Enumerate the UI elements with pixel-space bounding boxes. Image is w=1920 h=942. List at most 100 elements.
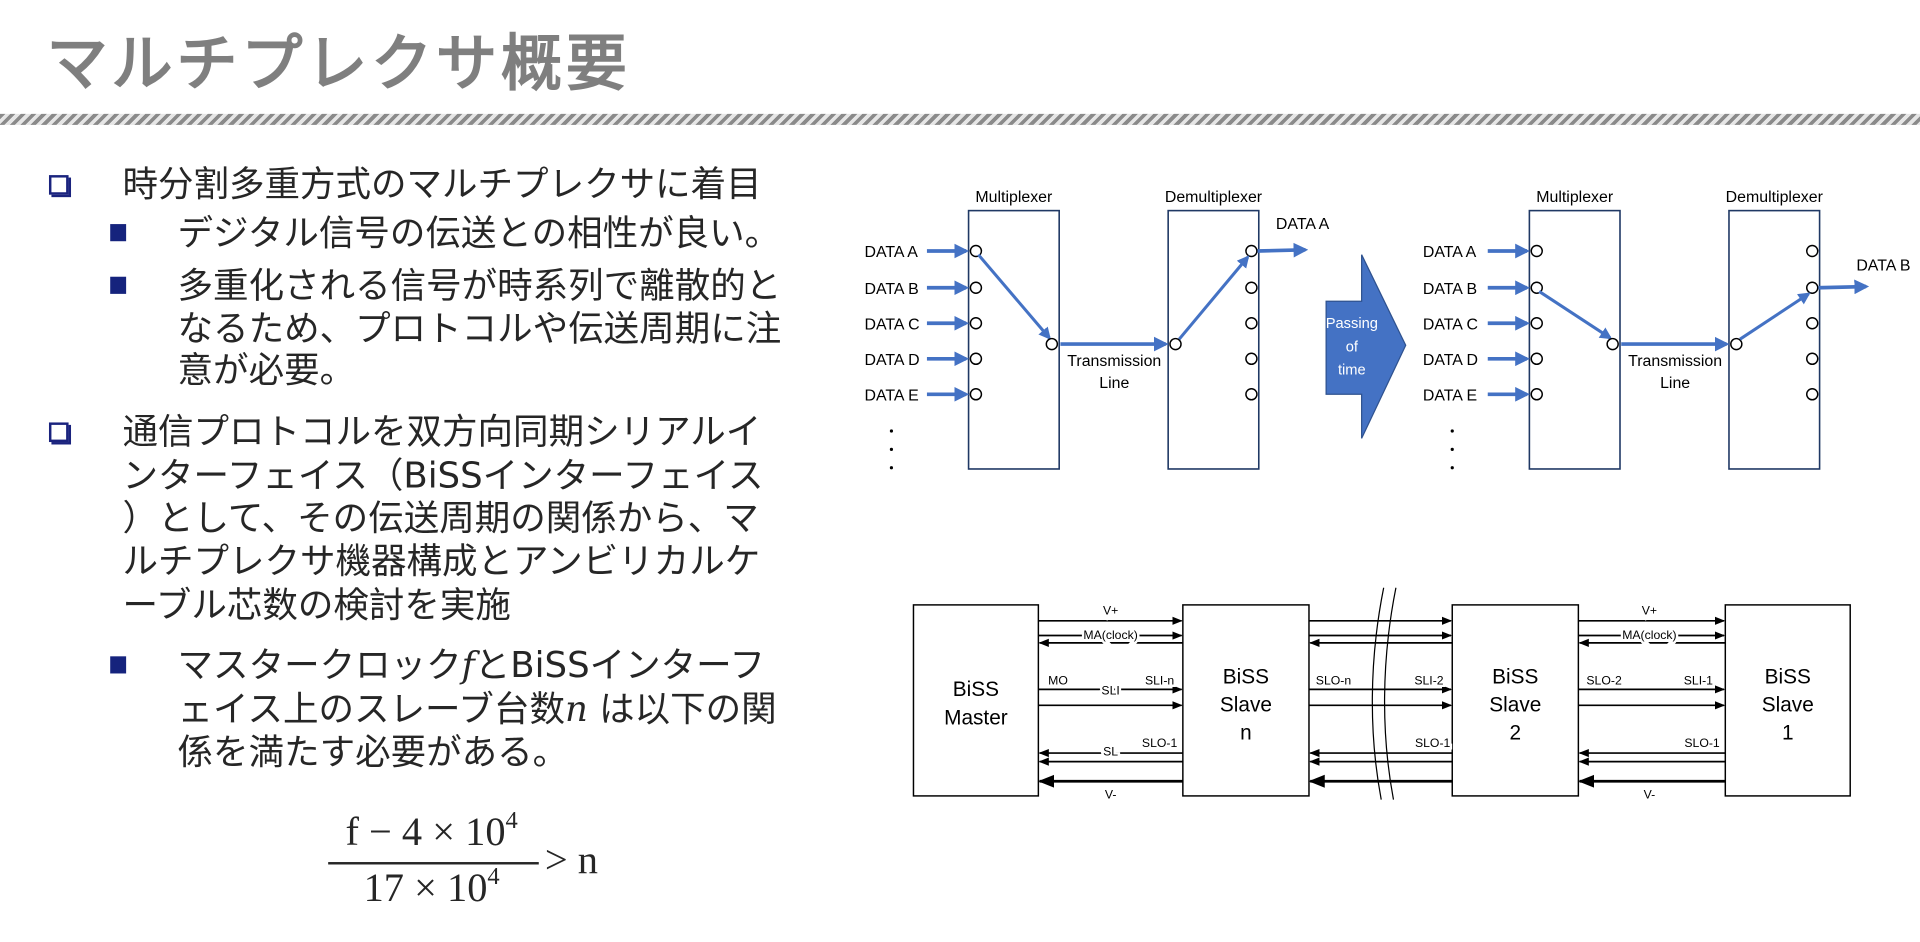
output-terminal-icon <box>1245 281 1258 295</box>
bullet-1-text: 時分割多重方式のマルチプレクサに着目 <box>122 162 762 205</box>
bullet-2-line-4: ルチプレクサ機器構成とアンビリカルケ <box>122 540 761 582</box>
output-arrow <box>1257 242 1309 258</box>
demux-input-terminal-icon <box>1730 337 1743 351</box>
formula-rhs: > n <box>544 838 599 883</box>
output-terminal-icon <box>1245 352 1258 366</box>
data-input-label: DATA A <box>1423 244 1477 261</box>
passing-of-time-label: of <box>1346 339 1359 355</box>
transmission-line-label: Transmission <box>1628 353 1722 370</box>
data-input-label: DATA C <box>1423 316 1478 333</box>
data-input-label: DATA B <box>864 281 918 298</box>
biss-slave-2-box-label: BiSS <box>1492 665 1538 688</box>
output-terminal-icon <box>1806 317 1819 330</box>
signal-label: MO <box>1048 673 1068 687</box>
data-input-label: DATA B <box>1423 281 1477 298</box>
ellipsis-dot <box>889 429 894 433</box>
biss-master-box-label: BiSS <box>953 678 999 701</box>
numerator-text: f − 4 × 10 <box>345 810 506 855</box>
bullet-2-line-5: ーブル芯数の検討を実施 <box>122 584 511 626</box>
switch-arrow <box>977 253 1051 340</box>
sub-bullet-3-line-1: マスタークロックfとBiSSインターフ <box>178 644 765 686</box>
demux-input-terminal-icon <box>1169 337 1182 351</box>
input-terminal-icon <box>969 317 983 330</box>
input-terminal-icon <box>969 281 983 295</box>
text: ェイス上のスレーブ台数 <box>177 688 565 730</box>
filled-square-bullet-icon <box>110 224 127 242</box>
ellipsis-dot <box>1450 447 1454 451</box>
input-terminal-icon <box>969 244 983 258</box>
data-input-label: DATA E <box>1423 387 1477 404</box>
ellipsis-dot <box>889 447 894 451</box>
signal-label: SL <box>1103 745 1118 759</box>
sub-bullet-3-line-3: 係を満たす必要がある。 <box>177 731 569 773</box>
hollow-square-bullet-icon <box>48 175 69 195</box>
data-input-label: DATA C <box>864 316 919 333</box>
signal-label: MA(clock) <box>1083 628 1137 642</box>
input-terminal-icon <box>1530 317 1543 330</box>
signal-label: SLO-1 <box>1415 736 1451 750</box>
biss-slave-n-box-label: BiSS <box>1223 665 1269 688</box>
hollow-square-bullet-icon <box>48 422 69 443</box>
passing-of-time-label: time <box>1338 363 1366 379</box>
output-terminal-icon <box>1806 352 1819 366</box>
output-data-label: DATA A <box>1276 216 1330 233</box>
biss-slave-n-box-label: n <box>1240 722 1252 745</box>
biss-slave-1-box-label: Slave <box>1762 693 1814 716</box>
signal-label: SLO-n <box>1316 673 1352 687</box>
signal-label: SLI-2 <box>1414 673 1443 687</box>
bullet-2-line-2: ンターフェイス（BiSSインターフェイス <box>122 454 764 496</box>
input-terminal-icon <box>1530 352 1543 366</box>
output-terminal-icon <box>1245 317 1258 330</box>
sub-bullet-1-text: デジタル信号の伝送との相性が良い。 <box>177 211 781 254</box>
formula-denominator: 17 × 104 <box>324 864 538 912</box>
sub-bullet-2-line-2: なるため、プロトコルや伝送周期に注 <box>177 307 782 349</box>
biss-master-box <box>912 604 1040 797</box>
data-input-label: DATA A <box>864 244 918 261</box>
bullet-2-line-3: ）として、その伝送周期の関係から、マ <box>122 497 759 539</box>
transmission-line-label: Line <box>1660 375 1690 392</box>
transmission-line-label: Transmission <box>1067 353 1161 370</box>
output-terminal-icon <box>1806 244 1819 258</box>
signal-label: V+ <box>1642 604 1657 618</box>
signal-label: SLI-n <box>1145 673 1174 687</box>
multiplexer-label: Multiplexer <box>1536 189 1614 206</box>
data-input-label: DATA D <box>864 352 919 369</box>
output-terminal-icon <box>1806 281 1819 295</box>
data-input-label: DATA D <box>1423 352 1478 369</box>
break-mark <box>1383 587 1397 800</box>
data-input-label: DATA E <box>864 387 918 404</box>
ellipsis-dot <box>1450 429 1454 433</box>
signal-label: SLO-1 <box>1684 736 1720 750</box>
break-mark <box>1371 587 1385 800</box>
bullet-2-line-1: 通信プロトコルを双方向同期シリアルイ <box>122 410 762 452</box>
biss-slave-n-box <box>1182 604 1310 797</box>
signal-label: SLI <box>1101 683 1119 697</box>
numerator-exponent: 4 <box>505 806 518 834</box>
filled-square-bullet-icon <box>110 656 127 674</box>
multiplexer-box <box>1528 209 1621 470</box>
demultiplexer-label: Demultiplexer <box>1165 189 1263 206</box>
biss-slave-2-box <box>1451 604 1580 797</box>
signal-label: V+ <box>1103 604 1118 618</box>
output-arrow <box>1818 279 1870 295</box>
passing-of-time-arrow <box>1325 254 1407 439</box>
switch-arrow <box>1178 255 1250 341</box>
biss-slave-1-box-label: BiSS <box>1765 665 1811 688</box>
input-terminal-icon <box>1530 388 1543 401</box>
multiplexer-label: Multiplexer <box>975 189 1053 206</box>
biss-slave-2-box-label: 2 <box>1510 722 1522 745</box>
signal-label: V- <box>1644 787 1656 801</box>
biss-slave-n-box-label: Slave <box>1220 693 1272 716</box>
input-terminal-icon <box>969 388 983 401</box>
denominator-text: 17 × 10 <box>363 866 488 912</box>
text: は以下の関 <box>599 688 777 730</box>
output-terminal-icon <box>1806 388 1819 401</box>
fraction-bar <box>328 862 539 865</box>
output-data-label: DATA B <box>1856 258 1910 275</box>
transmission-line-label: Line <box>1099 375 1129 392</box>
denominator-exponent: 4 <box>487 863 500 891</box>
multiplexer-box <box>967 209 1060 470</box>
demultiplexer-label: Demultiplexer <box>1726 189 1824 206</box>
